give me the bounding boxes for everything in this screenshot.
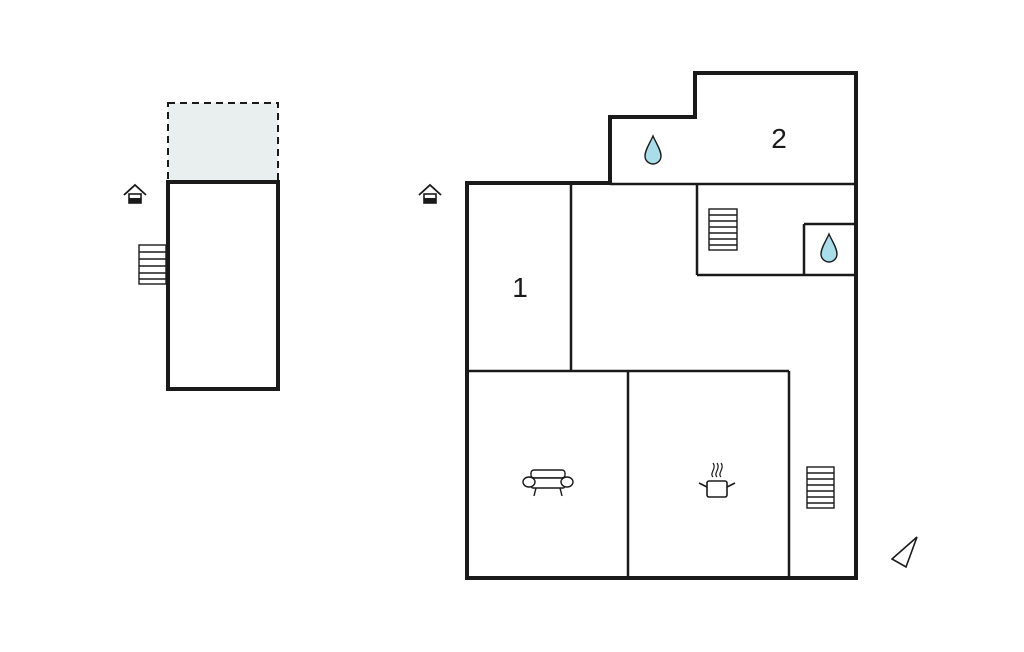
compass-arrow-icon <box>890 536 918 569</box>
terrace-area <box>167 102 279 182</box>
water-drop-icon <box>820 232 838 263</box>
annex-building <box>123 102 280 391</box>
stairs-icon <box>708 208 738 251</box>
house-entrance-icon <box>418 183 442 204</box>
stairs-icon <box>806 466 835 509</box>
water-drop-icon <box>644 134 662 165</box>
main-outer-walls <box>465 71 858 580</box>
house-entrance-icon <box>123 183 147 204</box>
room-1-label: 1 <box>512 272 528 303</box>
sofa-icon <box>522 469 574 497</box>
annex-walls <box>166 180 280 391</box>
main-building: 1 2 <box>418 71 858 580</box>
stairs-icon <box>138 244 167 285</box>
cooking-pot-icon <box>698 462 736 498</box>
room-2-label: 2 <box>771 123 787 154</box>
